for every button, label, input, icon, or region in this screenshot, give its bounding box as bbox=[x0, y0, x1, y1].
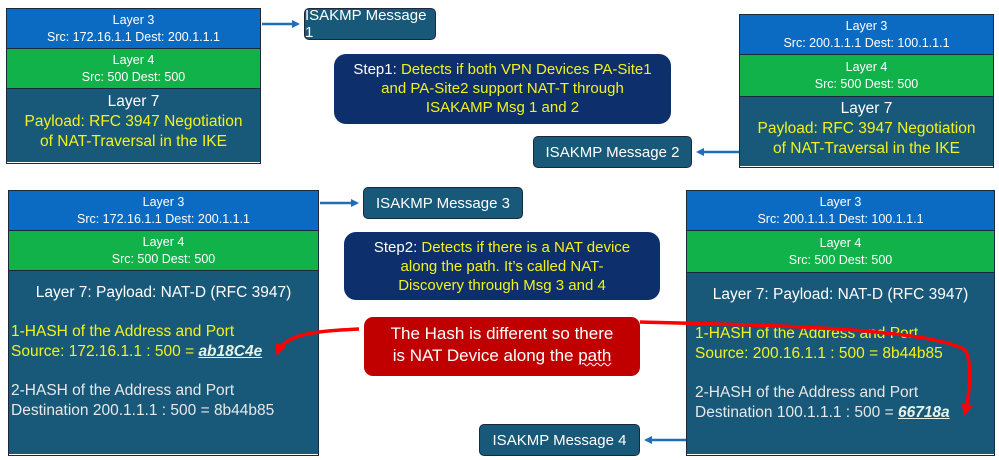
layer4-title: Layer 4 bbox=[142, 235, 185, 249]
isakmp-message-4: ISAKMP Message 4 bbox=[479, 424, 640, 456]
layer4-detail: Src: 500 Dest: 500 bbox=[788, 253, 893, 267]
row2-right-packet: Layer 3 Src: 200.1.1.1 Dest: 100.1.1.1 L… bbox=[686, 190, 995, 456]
hash2-text: Destination 100.1.1.1 : 500 = bbox=[695, 404, 898, 421]
isakmp-message-1-label: ISAKMP Message 1 bbox=[305, 7, 427, 41]
step1-label: Step1: bbox=[353, 61, 401, 78]
layer7-payload: Layer 7: Payload: NAT-D (RFC 3947) 1-HAS… bbox=[9, 271, 318, 454]
row1-left-packet: Layer 3 Src: 172.16.1.1 Dest: 200.1.1.1 … bbox=[6, 8, 261, 164]
isakmp-message-4-label: ISAKMP Message 4 bbox=[492, 431, 627, 449]
isakmp-message-1: ISAKMP Message 1 bbox=[304, 7, 436, 41]
step2-line3: Discovery through Msg 3 and 4 bbox=[398, 277, 606, 294]
isakmp-message-3: ISAKMP Message 3 bbox=[363, 187, 523, 219]
step1-text1: Detects if both VPN Devices PA-Site1 bbox=[400, 61, 652, 78]
step2-text1: Detects if there is a NAT device bbox=[421, 239, 631, 256]
hash1-line1: 1-HASH of the Address and Port bbox=[11, 323, 235, 340]
hash1-text: Source: 172.16.1.1 : 500 = bbox=[11, 343, 199, 360]
callout-line2-path: path bbox=[578, 346, 612, 365]
hash2-value: 66718a bbox=[897, 404, 950, 421]
layer4-title: Layer 4 bbox=[112, 53, 155, 67]
callout-line2: is NAT Device along the path bbox=[364, 345, 640, 367]
layer4-detail: Src: 500 Dest: 500 bbox=[81, 70, 186, 84]
hash2-line1: 2-HASH of the Address and Port bbox=[695, 384, 919, 401]
layer7-payload: Layer 7 Payload: RFC 3947 Negotiation of… bbox=[7, 89, 260, 162]
step1-line1: Step1: Detects if both VPN Devices PA-Si… bbox=[334, 60, 671, 79]
layer7-line2: of NAT-Traversal in the IKE bbox=[40, 133, 227, 150]
step1-line2: and PA-Site2 support NAT-T through bbox=[381, 80, 624, 97]
layer3-header: Layer 3 Src: 172.16.1.1 Dest: 200.1.1.1 bbox=[7, 9, 260, 49]
nat-detected-callout: The Hash is different so there is NAT De… bbox=[364, 317, 640, 376]
hash1-value: ab18C4e bbox=[198, 343, 263, 360]
layer4-detail: Src: 500 Dest: 500 bbox=[814, 77, 919, 91]
layer3-detail: Src: 172.16.1.1 Dest: 200.1.1.1 bbox=[76, 212, 251, 226]
step2-box: Step2: Detects if there is a NAT device … bbox=[344, 232, 660, 300]
layer7-title: Layer 7: Payload: NAT-D (RFC 3947) bbox=[712, 286, 969, 303]
layer3-header: Layer 3 Src: 172.16.1.1 Dest: 200.1.1.1 bbox=[9, 191, 318, 231]
hash1-line1: 1-HASH of the Address and Port bbox=[695, 325, 919, 342]
layer3-detail: Src: 200.1.1.1 Dest: 100.1.1.1 bbox=[783, 36, 950, 50]
hash2-line1: 2-HASH of the Address and Port bbox=[11, 382, 235, 399]
hash1-line2: Source: 200.16.1.1 : 500 = 8b44b85 bbox=[695, 345, 943, 362]
hash2-line2: Destination 200.1.1.1 : 500 = 8b44b85 bbox=[11, 402, 275, 419]
layer3-title: Layer 3 bbox=[845, 19, 888, 33]
layer4-header: Layer 4 Src: 500 Dest: 500 bbox=[740, 55, 993, 97]
layer7-line2: of NAT-Traversal in the IKE bbox=[773, 140, 960, 157]
isakmp-message-2-label: ISAKMP Message 2 bbox=[545, 143, 680, 161]
layer7-line1: Payload: RFC 3947 Negotiation bbox=[24, 113, 243, 130]
isakmp-message-3-label: ISAKMP Message 3 bbox=[376, 194, 510, 212]
layer4-header: Layer 4 Src: 500 Dest: 500 bbox=[7, 49, 260, 89]
layer7-title: Layer 7 bbox=[107, 93, 160, 110]
layer4-header: Layer 4 Src: 500 Dest: 500 bbox=[9, 231, 318, 271]
hash2-line2: Destination 100.1.1.1 : 500 = 66718a bbox=[695, 403, 994, 423]
layer3-title: Layer 3 bbox=[112, 13, 155, 27]
layer7-line1: Payload: RFC 3947 Negotiation bbox=[757, 120, 976, 137]
callout-line1: The Hash is different so there bbox=[390, 324, 614, 343]
layer3-detail: Src: 200.1.1.1 Dest: 100.1.1.1 bbox=[757, 212, 924, 226]
layer7-title: Layer 7: Payload: NAT-D (RFC 3947) bbox=[35, 284, 292, 301]
layer4-detail: Src: 500 Dest: 500 bbox=[111, 252, 216, 266]
layer3-title: Layer 3 bbox=[819, 195, 862, 209]
step1-box: Step1: Detects if both VPN Devices PA-Si… bbox=[334, 54, 671, 124]
callout-line2-text: is NAT Device along the bbox=[392, 346, 579, 365]
layer3-title: Layer 3 bbox=[142, 195, 185, 209]
step2-label: Step2: bbox=[373, 239, 422, 256]
layer7-title: Layer 7 bbox=[840, 100, 893, 117]
row1-right-packet: Layer 3 Src: 200.1.1.1 Dest: 100.1.1.1 L… bbox=[739, 14, 994, 168]
row2-left-packet: Layer 3 Src: 172.16.1.1 Dest: 200.1.1.1 … bbox=[8, 190, 319, 456]
step2-line1: Step2: Detects if there is a NAT device bbox=[344, 238, 660, 257]
step2-line2: along the path. It’s called NAT- bbox=[400, 258, 604, 275]
layer4-header: Layer 4 Src: 500 Dest: 500 bbox=[687, 231, 994, 273]
layer4-title: Layer 4 bbox=[819, 236, 862, 250]
step1-line3: ISAKAMP Msg 1 and 2 bbox=[425, 99, 580, 116]
layer4-title: Layer 4 bbox=[845, 60, 888, 74]
layer7-payload: Layer 7: Payload: NAT-D (RFC 3947) 1-HAS… bbox=[687, 273, 994, 454]
layer7-payload: Layer 7 Payload: RFC 3947 Negotiation of… bbox=[740, 97, 993, 166]
layer3-detail: Src: 172.16.1.1 Dest: 200.1.1.1 bbox=[46, 30, 221, 44]
layer3-header: Layer 3 Src: 200.1.1.1 Dest: 100.1.1.1 bbox=[740, 15, 993, 55]
isakmp-message-2: ISAKMP Message 2 bbox=[533, 136, 692, 168]
hash1-line2: Source: 172.16.1.1 : 500 = ab18C4e bbox=[11, 342, 318, 362]
layer3-header: Layer 3 Src: 200.1.1.1 Dest: 100.1.1.1 bbox=[687, 191, 994, 231]
